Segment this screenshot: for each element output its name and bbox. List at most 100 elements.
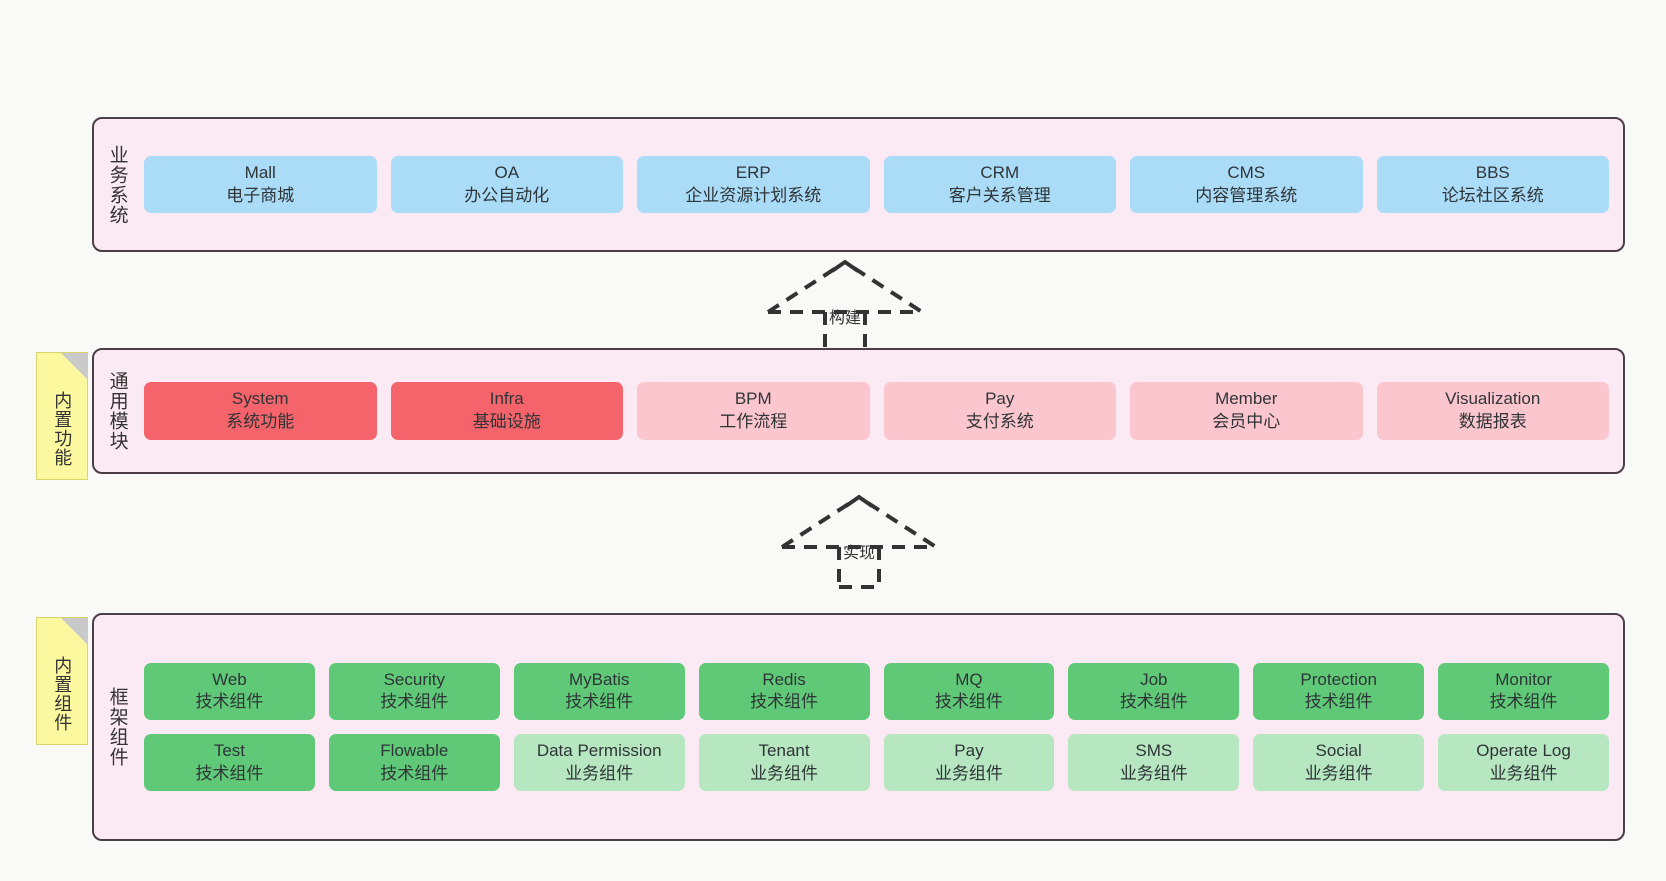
node-title: CMS <box>1227 162 1266 182</box>
node-test[interactable]: Test 技术组件 <box>144 734 315 792</box>
node-visualization[interactable]: Visualization 数据报表 <box>1376 382 1609 440</box>
layer-framework-components: 框架组件 Web 技术组件 Security 技术组件 MyBatis 技术组件… <box>92 613 1625 841</box>
node-data-permission[interactable]: Data Permission 业务组件 <box>513 734 685 792</box>
node-subtitle: 支付系统 <box>965 412 1034 431</box>
node-bbs[interactable]: BBS 论坛社区系统 <box>1376 155 1609 214</box>
row-framework-0: Web 技术组件 Security 技术组件 MyBatis 技术组件 Redi… <box>144 662 1609 720</box>
node-subtitle: 系统功能 <box>226 412 295 431</box>
node-security[interactable]: Security 技术组件 <box>328 662 500 720</box>
node-title: Protection <box>1300 669 1377 689</box>
node-flowable[interactable]: Flowable 技术组件 <box>328 734 500 792</box>
connector-build: 构建 <box>760 258 930 354</box>
node-title: SMS <box>1135 741 1173 760</box>
node-infra[interactable]: Infra 基础设施 <box>390 382 623 440</box>
node-mq[interactable]: MQ 技术组件 <box>883 662 1055 720</box>
node-web[interactable]: Web 技术组件 <box>144 662 315 720</box>
layer-title-framework: 框架组件 <box>106 687 128 767</box>
node-subtitle: 技术组件 <box>1489 692 1558 712</box>
node-subtitle: 技术组件 <box>1119 692 1188 712</box>
node-subtitle: 工作流程 <box>719 412 788 431</box>
node-subtitle: 业务组件 <box>1489 763 1558 783</box>
node-job[interactable]: Job 技术组件 <box>1068 662 1240 720</box>
node-subtitle: 电子商城 <box>226 185 295 205</box>
node-redis[interactable]: Redis 技术组件 <box>698 662 870 720</box>
node-subtitle: 会员中心 <box>1212 412 1281 431</box>
node-title: OA <box>494 162 520 182</box>
node-mall[interactable]: Mall 电子商城 <box>144 155 377 214</box>
note-fold-corner-icon <box>61 618 87 644</box>
node-title: Operate Log <box>1476 741 1571 760</box>
node-title: Security <box>383 669 446 689</box>
layer-title-common: 通用模块 <box>106 371 128 451</box>
note-label: 内置功能 <box>52 391 73 467</box>
dashed-hollow-arrow-up-icon <box>780 494 938 589</box>
note-builtin-function: 内置功能 <box>36 352 88 480</box>
node-title: Pay <box>954 741 984 760</box>
node-operate-log[interactable]: Operate Log 业务组件 <box>1438 734 1609 792</box>
connector-build-label: 构建 <box>828 310 862 327</box>
note-builtin-component: 内置组件 <box>36 617 88 745</box>
node-subtitle: 客户关系管理 <box>948 185 1051 205</box>
node-subtitle: 技术组件 <box>380 692 449 712</box>
node-title: Web <box>212 669 247 689</box>
node-oa[interactable]: OA 办公自动化 <box>390 155 623 214</box>
node-subtitle: 技术组件 <box>195 692 264 712</box>
node-sms[interactable]: SMS 业务组件 <box>1068 734 1240 792</box>
node-title: Infra <box>489 389 524 409</box>
node-pay-component[interactable]: Pay 业务组件 <box>883 734 1055 792</box>
node-subtitle: 技术组件 <box>750 692 819 712</box>
node-title: Test <box>213 741 246 760</box>
node-erp[interactable]: ERP 企业资源计划系统 <box>637 155 870 214</box>
node-title: Data Permission <box>536 741 662 760</box>
node-crm[interactable]: CRM 客户关系管理 <box>883 155 1116 214</box>
node-title: Flowable <box>380 741 449 760</box>
node-subtitle: 企业资源计划系统 <box>685 185 822 205</box>
layer-body-framework: Web 技术组件 Security 技术组件 MyBatis 技术组件 Redi… <box>140 615 1623 839</box>
node-subtitle: 技术组件 <box>1304 692 1373 712</box>
node-system[interactable]: System 系统功能 <box>144 382 377 440</box>
node-title: Monitor <box>1495 669 1552 689</box>
node-cms[interactable]: CMS 内容管理系统 <box>1130 155 1363 214</box>
node-social[interactable]: Social 业务组件 <box>1253 734 1425 792</box>
node-title: BPM <box>734 389 772 409</box>
node-mybatis[interactable]: MyBatis 技术组件 <box>513 662 685 720</box>
row-framework-1: Test 技术组件 Flowable 技术组件 Data Permission … <box>144 734 1609 792</box>
node-subtitle: 业务组件 <box>565 763 634 783</box>
layer-body-common: System 系统功能 Infra 基础设施 BPM 工作流程 Pay 支付系统… <box>140 350 1623 472</box>
node-subtitle: 基础设施 <box>472 412 541 431</box>
node-title: Redis <box>762 669 806 689</box>
node-tenant[interactable]: Tenant 业务组件 <box>698 734 870 792</box>
node-pay-module[interactable]: Pay 支付系统 <box>883 382 1116 440</box>
node-title: System <box>231 389 289 409</box>
node-title: Social <box>1315 741 1362 760</box>
node-subtitle: 业务组件 <box>1119 763 1188 783</box>
node-title: MyBatis <box>568 669 630 689</box>
row-common-0: System 系统功能 Infra 基础设施 BPM 工作流程 Pay 支付系统… <box>144 382 1609 440</box>
layer-title-business: 业务系统 <box>106 144 128 225</box>
node-subtitle: 数据报表 <box>1458 412 1527 431</box>
layer-business-systems: 业务系统 Mall 电子商城 OA 办公自动化 ERP 企业资源计划系统 CRM… <box>92 117 1625 252</box>
node-bpm[interactable]: BPM 工作流程 <box>637 382 870 440</box>
row-business-0: Mall 电子商城 OA 办公自动化 ERP 企业资源计划系统 CRM 客户关系… <box>144 155 1609 214</box>
connector-implement: 实现 <box>774 493 944 589</box>
node-title: Visualization <box>1445 389 1541 409</box>
connector-implement-label: 实现 <box>842 545 876 562</box>
note-fold-corner-icon <box>61 353 87 379</box>
node-subtitle: 技术组件 <box>565 692 634 712</box>
node-title: BBS <box>1475 162 1510 182</box>
node-title: ERP <box>735 162 771 182</box>
node-title: Member <box>1215 389 1278 409</box>
node-title: CRM <box>980 162 1020 182</box>
node-subtitle: 技术组件 <box>195 763 264 783</box>
node-subtitle: 技术组件 <box>380 763 449 783</box>
node-title: Tenant <box>758 741 810 760</box>
node-member[interactable]: Member 会员中心 <box>1130 382 1363 440</box>
node-protection[interactable]: Protection 技术组件 <box>1253 662 1425 720</box>
node-subtitle: 内容管理系统 <box>1195 185 1298 205</box>
node-title: MQ <box>955 669 983 689</box>
node-subtitle: 业务组件 <box>1304 763 1373 783</box>
layer-common-modules: 通用模块 System 系统功能 Infra 基础设施 BPM 工作流程 Pay… <box>92 348 1625 474</box>
node-monitor[interactable]: Monitor 技术组件 <box>1438 662 1609 720</box>
node-title: Pay <box>985 389 1015 409</box>
